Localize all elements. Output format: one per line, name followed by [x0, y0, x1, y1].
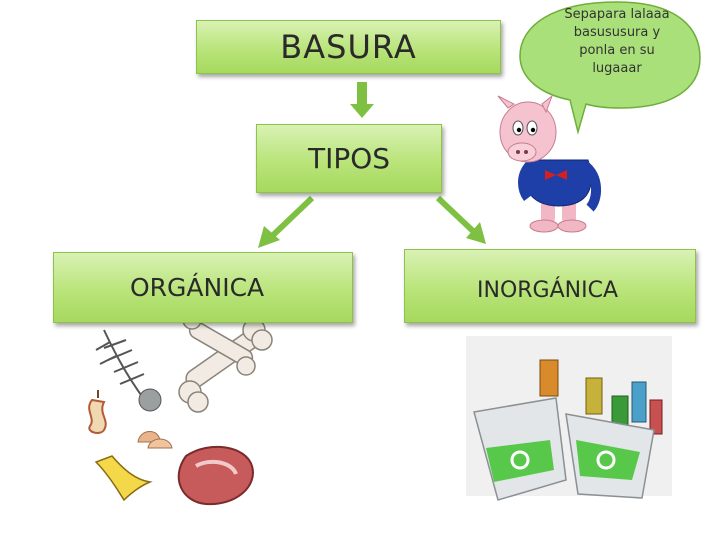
organica-label: ORGÁNICA — [130, 273, 265, 302]
speech-line: lugaaar — [592, 61, 642, 76]
inorganica-box: INORGÁNICA — [404, 249, 696, 323]
organic-waste-icon — [88, 310, 273, 506]
tipos-box: TIPOS — [256, 124, 442, 193]
inorganica-label: INORGÁNICA — [477, 278, 619, 303]
arrow-down-icon — [350, 82, 374, 118]
pig-character-icon — [497, 94, 601, 233]
speech-bubble-text: Sepapara lalaaa basususura y ponla en su… — [546, 6, 688, 78]
speech-line: ponla en su — [579, 43, 655, 58]
arrow-left-down-icon — [258, 195, 315, 248]
speech-line: basususura y — [573, 25, 661, 40]
recycling-bins-icon — [466, 336, 672, 501]
organica-box: ORGÁNICA — [53, 252, 353, 323]
speech-line: Sepapara lalaaa — [564, 7, 670, 22]
basura-box: BASURA — [196, 20, 501, 74]
speech-bubble — [519, 1, 701, 135]
tipos-label: TIPOS — [307, 142, 391, 175]
arrow-right-down-icon — [435, 195, 486, 244]
basura-label: BASURA — [280, 28, 417, 66]
